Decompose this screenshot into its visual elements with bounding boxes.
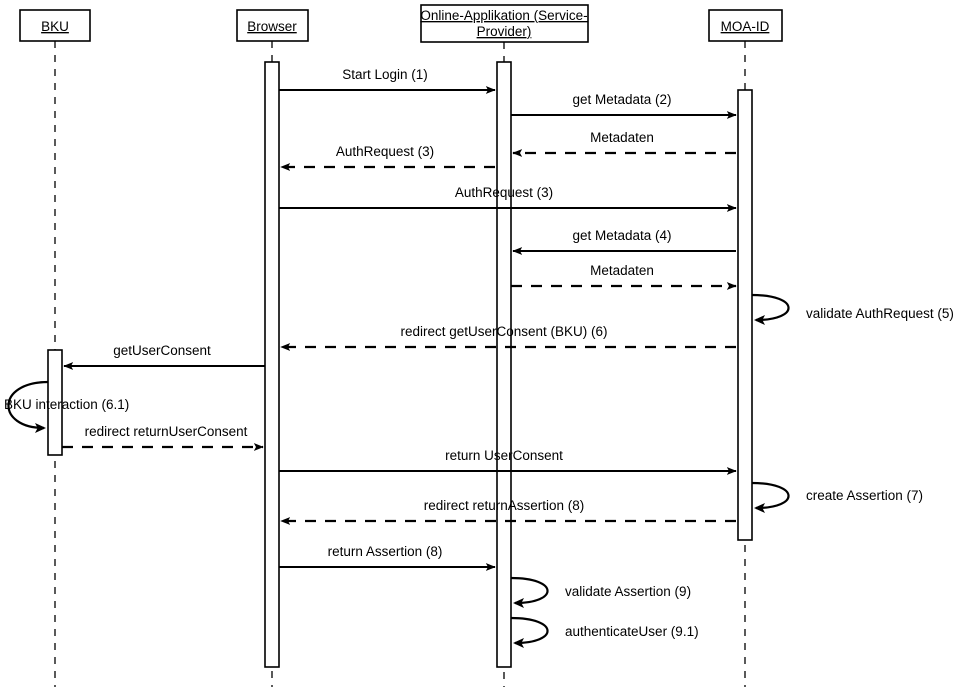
- message-return-assertion: return Assertion (8): [279, 544, 496, 571]
- message-label-create-assertion: create Assertion (7): [806, 488, 923, 503]
- message-get-metadata-4: get Metadata (4): [512, 228, 736, 255]
- message-authenticate-user: authenticateUser (9.1): [510, 616, 699, 648]
- message-label-validate-assertion: validate Assertion (9): [565, 584, 691, 599]
- message-label-return-userconsent: return UserConsent: [445, 448, 563, 463]
- activation-bar-bku: [47, 349, 63, 456]
- lifeline-box-oa[interactable]: [420, 4, 589, 43]
- activation-bar-oa: [496, 61, 512, 668]
- message-label-return-assertion: return Assertion (8): [328, 544, 443, 559]
- message-self-curve: [510, 616, 549, 648]
- message-validate-assertion: validate Assertion (9): [510, 576, 691, 608]
- lifeline-box-bku[interactable]: [19, 9, 91, 42]
- message-label-get-metadata-4: get Metadata (4): [572, 228, 671, 243]
- activation-bar-browser: [264, 61, 280, 668]
- message-label-get-metadata-2: get Metadata (2): [572, 92, 671, 107]
- message-self-curve: [751, 293, 790, 325]
- message-start-login: Start Login (1): [279, 67, 496, 94]
- lifeline-label-oa-line2: Provider): [477, 24, 532, 39]
- message-metadaten-1: Metadaten: [512, 130, 736, 157]
- message-create-assertion: create Assertion (7): [751, 481, 923, 513]
- message-label-redirect-returnuserconsent: redirect returnUserConsent: [85, 424, 248, 439]
- message-label-validate-authrequest: validate AuthRequest (5): [806, 306, 954, 321]
- lifeline-header-bku[interactable]: BKU: [19, 9, 91, 42]
- message-label-metadaten-2: Metadaten: [590, 263, 654, 278]
- message-bku-interaction: BKU interaction (6.1): [4, 380, 129, 433]
- message-label-authenticate-user: authenticateUser (9.1): [565, 624, 699, 639]
- message-redirect-returnuserconsent: redirect returnUserConsent: [62, 424, 264, 451]
- lifeline-header-browser[interactable]: Browser: [236, 9, 309, 42]
- message-get-metadata-2: get Metadata (2): [511, 92, 737, 119]
- message-return-userconsent: return UserConsent: [279, 448, 737, 475]
- message-label-getuserconsent: getUserConsent: [113, 343, 211, 358]
- lifeline-label-moaid: MOA-ID: [721, 19, 770, 34]
- lifeline-label-browser: Browser: [247, 19, 297, 34]
- message-label-bku-interaction: BKU interaction (6.1): [4, 397, 129, 412]
- message-self-curve: [7, 380, 49, 433]
- lifeline-header-moaid[interactable]: MOA-ID: [708, 9, 783, 42]
- message-label-redirect-returnassertion: redirect returnAssertion (8): [424, 498, 585, 513]
- lifeline-box-moaid[interactable]: [708, 9, 783, 42]
- message-redirect-returnassertion: redirect returnAssertion (8): [280, 498, 736, 525]
- lifeline-box-browser[interactable]: [236, 9, 309, 42]
- message-redirect-getuserconsent: redirect getUserConsent (BKU) (6): [280, 324, 736, 351]
- message-self-curve: [751, 481, 790, 513]
- message-label-metadaten-1: Metadaten: [590, 130, 654, 145]
- message-getuserconsent: getUserConsent: [63, 343, 265, 370]
- message-authrequest-to-moaid: AuthRequest (3): [279, 185, 737, 212]
- message-label-redirect-getuserconsent: redirect getUserConsent (BKU) (6): [400, 324, 607, 339]
- lifeline-label-oa-line1: Online-Applikation (Service-: [420, 8, 587, 23]
- message-label-authrequest-reply: AuthRequest (3): [336, 144, 434, 159]
- lifeline-label-bku: BKU: [41, 19, 69, 34]
- message-metadaten-2: Metadaten: [511, 263, 737, 290]
- lifeline-header-oa[interactable]: Online-Applikation (Service- Provider): [420, 4, 589, 43]
- activation-bar-moaid: [737, 89, 753, 541]
- message-validate-authrequest: validate AuthRequest (5): [751, 293, 954, 325]
- message-label-authrequest-to-moaid: AuthRequest (3): [455, 185, 553, 200]
- activation-bars: [47, 61, 753, 668]
- message-self-curve: [510, 576, 549, 608]
- message-authrequest-reply: AuthRequest (3): [280, 144, 495, 171]
- message-label-start-login: Start Login (1): [342, 67, 428, 82]
